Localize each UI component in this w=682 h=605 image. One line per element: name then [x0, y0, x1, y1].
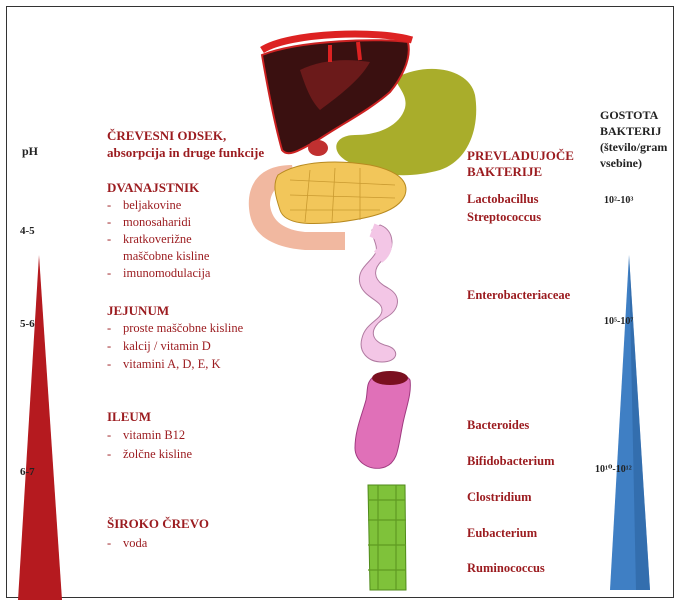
ph-jejunum: 5-6: [20, 318, 35, 330]
duodenum-item: -imunomodulacija: [107, 266, 210, 281]
ph-duodenum: 4-5: [20, 225, 35, 237]
colon-title: ŠIROKO ČREVO: [107, 516, 209, 532]
density-duodenum: 10²-10³: [604, 195, 633, 206]
ileum-shape: [355, 373, 410, 468]
duodenum-title: DVANAJSTNIK: [107, 180, 199, 196]
density-header-line4: vsebine): [600, 156, 642, 171]
density-header-line1: GOSTOTA: [600, 108, 658, 123]
density-jejunum: 10⁵-10⁷: [604, 316, 633, 327]
bacteria-name: Clostridium: [467, 490, 532, 505]
section-header-line2: absorpcija in druge funkcije: [107, 145, 264, 161]
bacteria-header-line1: PREVLADUJOČE: [467, 148, 574, 164]
ileum-title: ILEUM: [107, 409, 151, 425]
ph-gradient-wedge: [18, 255, 62, 600]
jejunum-item: -kalcij / vitamin D: [107, 339, 211, 354]
density-header-line3: (število/gram: [600, 140, 667, 155]
duodenum-item: -monosaharidi: [107, 215, 191, 230]
colon-shape: [368, 485, 406, 590]
duodenum-item-continuation: maščobne kisline: [123, 249, 209, 264]
jejunum-item: -proste maščobne kisline: [107, 321, 243, 336]
jejunum-item: -vitamini A, D, E, K: [107, 357, 221, 372]
bacteria-name: Lactobacillus: [467, 192, 539, 207]
bacteria-name: Eubacterium: [467, 526, 537, 541]
bacteria-name: Enterobacteriaceae: [467, 288, 570, 303]
ph-colon: 6-7: [20, 466, 35, 478]
duodenum-item: -beljakovine: [107, 198, 181, 213]
duodenum-item: -kratkoverižne: [107, 232, 192, 247]
jejunum-title: JEJUNUM: [107, 303, 169, 319]
pancreas-shape: [275, 162, 406, 224]
bacteria-name: Bacteroides: [467, 418, 529, 433]
bacteria-name: Ruminococcus: [467, 561, 545, 576]
bacteria-name: Bifidobacterium: [467, 454, 555, 469]
density-colon: 10¹⁰-10¹²: [595, 464, 632, 475]
ileum-item: -žolčne kisline: [107, 447, 192, 462]
density-header-line2: BAKTERIJ: [600, 124, 661, 139]
ph-header: pH: [22, 144, 38, 159]
section-header-line1: ČREVESNI ODSEK,: [107, 128, 226, 144]
ileum-item: -vitamin B12: [107, 428, 185, 443]
bacteria-header-line2: BAKTERIJE: [467, 164, 542, 180]
colon-item: -voda: [107, 536, 147, 551]
bacteria-name: Streptococcus: [467, 210, 541, 225]
